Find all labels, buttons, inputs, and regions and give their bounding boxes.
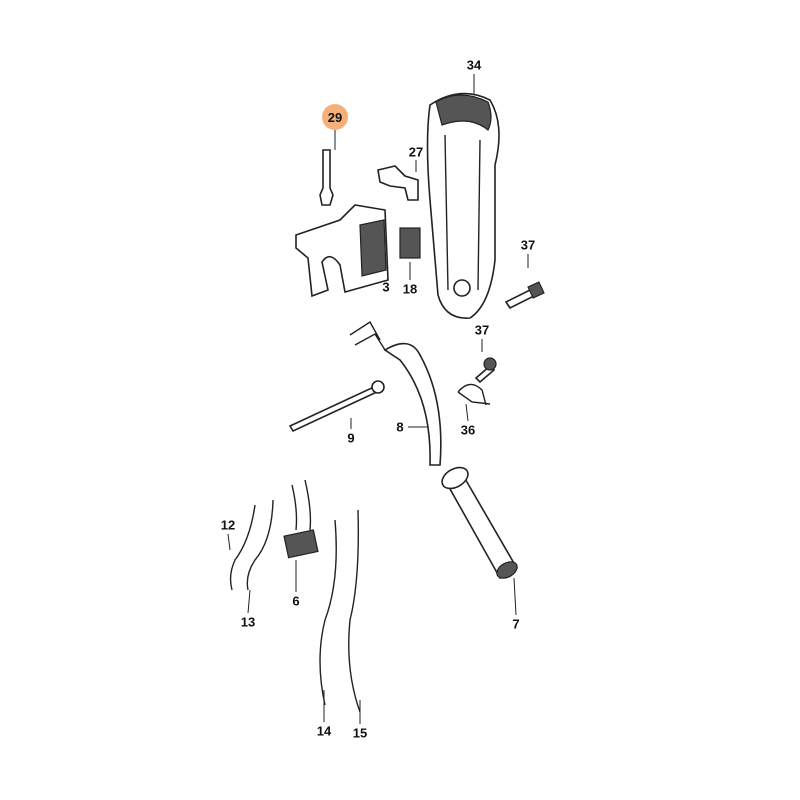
callout-8[interactable]: 8 (396, 419, 404, 435)
part-15-wire[interactable] (348, 509, 361, 713)
part-13-wire[interactable] (246, 499, 274, 591)
callout-27[interactable]: 27 (408, 144, 424, 160)
callout-29-highlighted[interactable]: 29 (322, 104, 348, 130)
part-37-screw-a[interactable] (504, 281, 545, 310)
part-7-side-handle[interactable] (438, 463, 520, 581)
part-27-slider[interactable] (377, 165, 419, 201)
part-34-handle-housing[interactable] (426, 92, 500, 319)
callout-18[interactable]: 18 (402, 281, 418, 297)
part-14-wire[interactable] (319, 519, 337, 706)
part-8-power-cord[interactable] (349, 321, 442, 466)
callout-12[interactable]: 12 (220, 517, 236, 533)
callout-36[interactable]: 36 (460, 422, 476, 438)
callout-6[interactable]: 6 (292, 593, 300, 609)
part-36-cable-clamp[interactable] (457, 383, 491, 406)
part-37-screw-b[interactable] (474, 357, 497, 384)
callout-37b[interactable]: 37 (474, 322, 490, 338)
part-12-wire[interactable] (229, 504, 256, 591)
part-18-capacitor[interactable] (399, 227, 421, 259)
callout-37[interactable]: 37 (520, 237, 536, 253)
part-9-bolt[interactable] (288, 380, 385, 433)
callout-34[interactable]: 34 (466, 57, 482, 73)
callout-14[interactable]: 14 (316, 723, 332, 739)
callout-15[interactable]: 15 (352, 725, 368, 741)
callout-7[interactable]: 7 (512, 616, 520, 632)
leader-lines (227, 74, 529, 724)
part-6-carbon-brush[interactable] (283, 479, 319, 559)
part-3-switch[interactable] (295, 204, 389, 298)
callout-13[interactable]: 13 (240, 614, 256, 630)
callout-3[interactable]: 3 (382, 279, 390, 295)
callout-9[interactable]: 9 (347, 430, 355, 446)
part-29-switch-lever[interactable] (319, 149, 334, 206)
